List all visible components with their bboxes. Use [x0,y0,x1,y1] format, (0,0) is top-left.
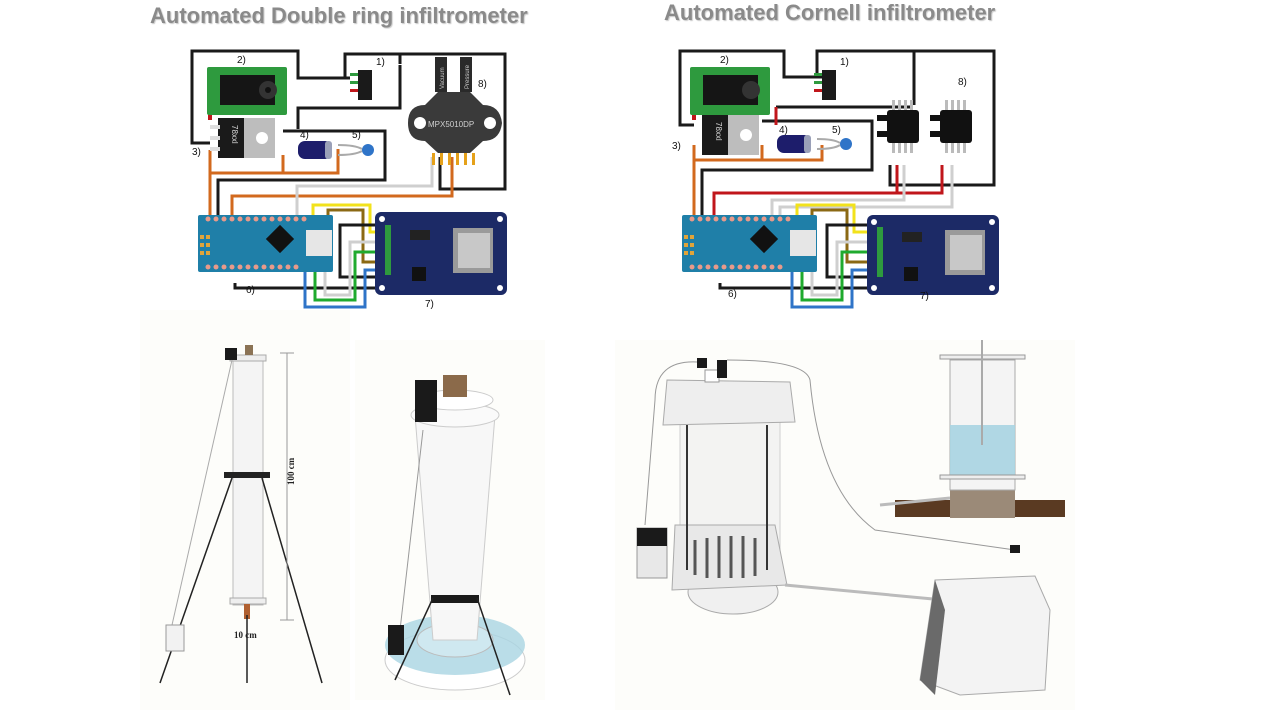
sd-card-module [375,212,507,295]
white-wire [295,157,434,215]
white-wires [770,165,954,215]
sensor-cable [399,429,424,631]
voltage-regulator: 78xxl [702,115,759,155]
pressure-sensor-mpx: Vacuum Pressure MPX5010DP [408,57,502,165]
double-ring-tripod-illustration: 100 cm 10 cm [140,310,350,710]
cornell-cross-section [879,340,1065,518]
regulator-text: 78xxl [714,122,723,141]
data-logger-box [388,625,404,655]
dc-jack-board [690,67,770,115]
label-sd-module: 7) [425,299,434,310]
title-cornell: Automated Cornell infiltrometer [664,0,996,25]
label-regulator: 3) [672,141,681,152]
red-sensor-wires [712,107,944,215]
arduino-nano-board [682,215,817,272]
cornell-circuit-diagram: 2) 1) 78xxl 3) 4) 5) 8) [672,45,1012,310]
cornell-3d-illustration [615,340,1075,710]
height-dimension-label: 100 cm [286,457,296,485]
orange-wires [692,145,824,215]
arduino-nano-board [198,215,333,272]
label-arduino: 6) [246,285,255,296]
sd-card-module [867,215,999,295]
slide-switch [814,70,836,100]
ceramic-capacitor [816,138,852,150]
label-switch: 1) [376,57,385,68]
vacuum-port-label: Vacuum [440,67,446,89]
label-sd-module: 7) [920,291,929,302]
reservoir-rods [693,536,757,578]
height-dimension-line [280,352,294,621]
sensor-cable [171,359,233,626]
regulator-text: 78xxl [230,125,239,144]
cable-to-canister [726,359,1016,551]
title-double-ring: Automated Double ring infiltrometer [150,3,528,28]
water-canister [919,545,1051,696]
slide-switch [350,70,372,100]
label-capacitor-4: 4) [300,130,309,141]
data-logger-top [637,528,667,546]
label-capacitor-5: 5) [352,130,361,141]
label-pressure-sensors: 8) [958,77,967,88]
label-capacitor-5: 5) [832,125,841,136]
width-dimension-label: 10 cm [234,630,257,640]
electrolytic-capacitor [777,135,811,153]
support-legs [394,597,511,696]
label-regulator: 3) [192,147,201,158]
orange-wires [208,149,454,215]
cornell-cylinder [662,358,796,615]
label-pressure-sensor: 8) [478,79,487,90]
label-dc-jack: 2) [237,55,246,66]
label-arduino: 6) [728,289,737,300]
voltage-regulator: 78xxl [210,118,275,158]
infiltrometer-column [224,345,270,619]
cable-to-logger [644,361,698,526]
pressure-port-label: Pressure [465,64,471,89]
label-dc-jack: 2) [720,55,729,66]
support-clamp [431,595,479,603]
label-capacitor-4: 4) [779,125,788,136]
dc-jack-board [207,67,287,115]
sensor-box [415,380,437,422]
ceramic-capacitor [337,144,374,156]
signal-wires [790,203,882,309]
data-logger-box [165,624,185,652]
pressure-sensor-2 [930,100,972,153]
double-ring-3d-illustration [355,340,545,700]
double-ring-circuit-diagram: 2) 1) 78xxl 3) 4) 5) Vacuum Pressure M [180,45,520,310]
pressure-sensor-1 [877,100,919,153]
label-switch: 1) [840,57,849,68]
electrolytic-capacitor [298,141,332,159]
sensor-model: MPX5010DP [428,120,474,129]
